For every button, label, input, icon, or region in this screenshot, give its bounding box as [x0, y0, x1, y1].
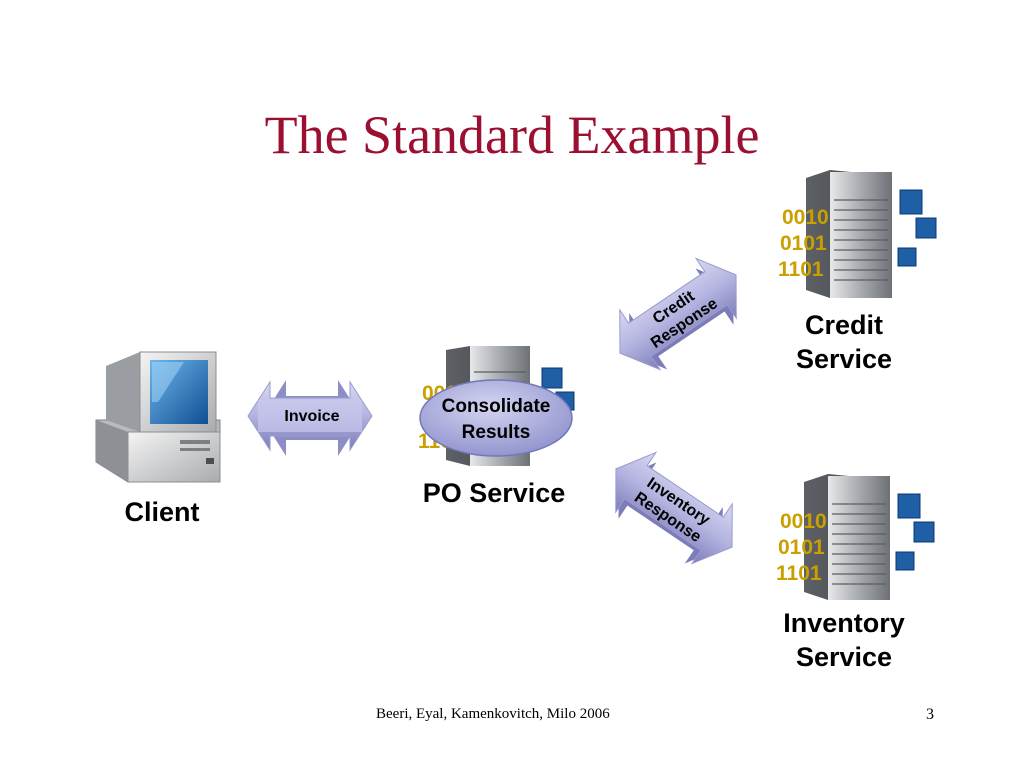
server-icon: 0010 0101 1101 [778, 170, 937, 298]
binary-line: 1101 [778, 258, 824, 281]
credit-service-label: Credit Service [764, 308, 924, 376]
desktop-computer-icon [95, 351, 221, 483]
server-icon: 0010 0101 1101 [776, 474, 935, 600]
footer-citation: Beeri, Eyal, Kamenkovitch, Milo 2006 [376, 706, 610, 722]
binary-line: 0101 [780, 232, 827, 255]
binary-line: 0101 [778, 536, 825, 559]
po-service-label: PO Service [422, 478, 566, 508]
consolidate-results-badge: Consolidate Results [419, 379, 573, 457]
inventory-service-label-line-2: Service [795, 642, 893, 672]
badge-line-2: Results [462, 422, 531, 443]
invoice-order-arrow: e Order Invoice [247, 380, 373, 456]
binary-line: 0010 [780, 510, 827, 533]
inventory-service-label: Inventory Service [764, 606, 924, 674]
badge-line-1: Consolidate [442, 396, 551, 417]
binary-line: 0010 [782, 206, 829, 229]
credit-response-arrow: Credit Response [619, 257, 737, 371]
client-label: Client [124, 497, 200, 527]
invoice-arrow-label: Invoice [284, 408, 339, 425]
page-number: 3 [926, 706, 934, 723]
inventory-response-arrow: Inventory Response [615, 451, 733, 565]
credit-service-label-line-2: Service [795, 344, 893, 374]
credit-service-label-line-1: Credit [804, 310, 883, 340]
slide-title: The Standard Example [264, 105, 760, 165]
binary-line: 1101 [776, 562, 822, 585]
inventory-service-label-line-1: Inventory [783, 608, 905, 638]
